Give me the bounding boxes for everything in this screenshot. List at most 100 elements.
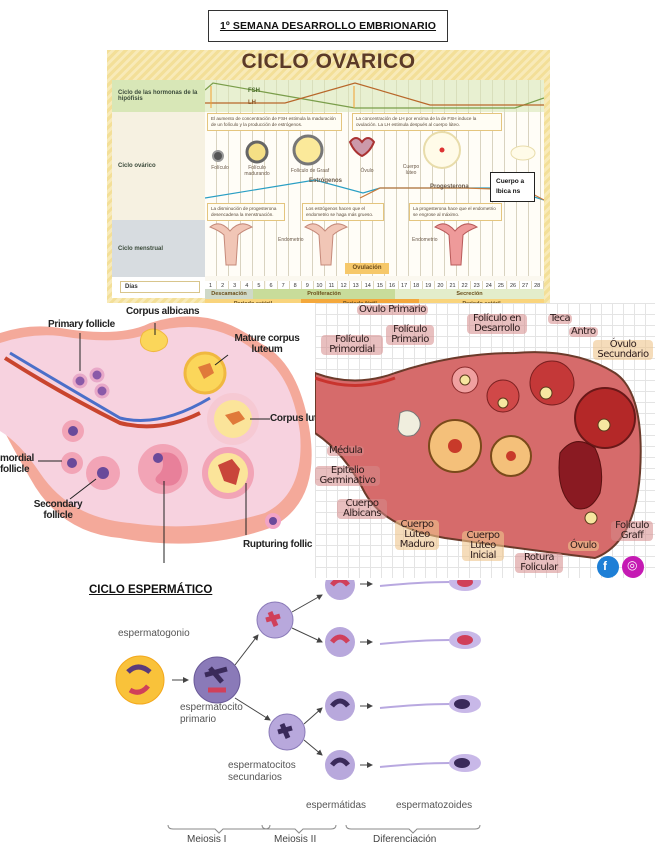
day-cell: 19 — [422, 281, 435, 291]
mature-corpus-luteum-core-icon — [198, 363, 214, 379]
row-label-menstrual: Ciclo menstrual — [112, 220, 205, 277]
lh-curve — [205, 82, 544, 106]
arrow — [291, 627, 323, 643]
day-cell: 14 — [362, 281, 375, 291]
stage-ovule: Óvulo — [360, 168, 374, 174]
label-mature-corpus-luteum: Mature corpus luteum — [234, 333, 300, 355]
spermatid-icon — [325, 691, 355, 721]
day-cell: 1 — [205, 281, 217, 291]
day-cell: 12 — [338, 281, 351, 291]
label-foliculo-primordial: Folículo Primordial — [321, 335, 383, 355]
arrow — [234, 697, 271, 721]
day-cell: 24 — [483, 281, 496, 291]
label-secondary-follicle: Secondary follicle — [33, 499, 83, 521]
day-cell: 18 — [410, 281, 423, 291]
stage-graaf-follicle: Folículo de Graaf — [290, 168, 330, 174]
label-espermatidas: espermátidas — [306, 800, 367, 811]
spermatozoon-icon — [379, 580, 481, 591]
label-ovulo: Óvulo — [568, 540, 599, 551]
follicle-rupture-icon — [558, 441, 603, 510]
label-espermatocito-1: espermatocito — [180, 702, 243, 713]
menstruation-note: La disminución de progesterona desencade… — [207, 203, 285, 221]
corpus-albicans-overlay-label: Cuerpo a lbica ns — [490, 172, 535, 202]
day-cell: 10 — [313, 281, 326, 291]
day-cell: 15 — [374, 281, 387, 291]
facebook-glyph[interactable]: f — [603, 559, 607, 573]
phase-desquamation: Descamación — [205, 289, 253, 299]
stage-corpus-luteum: Cuerpo lúteo — [402, 164, 420, 176]
phase-proliferation: Proliferación — [253, 289, 395, 299]
arrow — [234, 634, 259, 666]
lh-note: La concentración de LH por encima de la … — [352, 113, 502, 131]
label-espermatocito-2: primario — [180, 714, 217, 725]
corpus-albicans-icon — [510, 145, 536, 161]
label-corpus-albicans: Corpus albicans — [126, 306, 200, 317]
spermatid-icon — [325, 580, 355, 600]
day-cell: 6 — [265, 281, 278, 291]
stage-maturing-follicle: Folículo madurando — [244, 165, 270, 177]
label-espermatozoides: espermatozoides — [396, 800, 473, 811]
arrow — [303, 707, 323, 725]
spermatogenesis-diagram — [115, 580, 481, 834]
uterus-icon — [434, 223, 479, 266]
day-cell: 4 — [241, 281, 254, 291]
label-corpus-luteum: Corpus lut — [270, 413, 317, 424]
day-grid — [205, 80, 544, 276]
day-cell: 7 — [277, 281, 290, 291]
facebook-icon — [597, 556, 619, 578]
day-cell: 17 — [398, 281, 411, 291]
label-rupturing-follicle: Rupturing follic — [243, 539, 313, 550]
follicle-icon — [212, 150, 224, 162]
instagram-glyph[interactable]: ◎ — [627, 558, 638, 572]
label-cuerpo-luteo-inicial: Cuerpo Lúteo Inicial — [462, 531, 504, 561]
row-label-days: Días — [120, 281, 200, 293]
primary-follicle-icon — [72, 373, 88, 389]
label-rotura-folicular: Rotura Folicular — [515, 553, 563, 573]
corpus-luteum-center-icon — [439, 147, 445, 153]
label-ovulo-secundario: Óvulo Secundario — [593, 340, 653, 360]
brace-differentiation — [345, 824, 481, 834]
stage-differentiation: Diferenciación — [373, 834, 437, 845]
day-cell: 20 — [434, 281, 447, 291]
spermatid-icon — [325, 750, 355, 780]
brace-meiosis-1 — [167, 824, 271, 834]
label-espermatocitos-sec-2: secundarios — [228, 772, 282, 783]
day-cell: 8 — [289, 281, 302, 291]
label-foliculo-desarrollo: Folículo en Desarrollo — [467, 314, 527, 334]
label-espermatogonio: espermatogonio — [118, 628, 190, 639]
estrogen-note: Los estrógenos hacen que el endometrio s… — [302, 203, 384, 221]
vessel — [315, 376, 396, 387]
row-label-ovarian: Ciclo ovárico — [112, 112, 205, 220]
day-cell: 22 — [459, 281, 472, 291]
blood-vessel-vein — [9, 351, 211, 422]
spermatozoon-icon — [379, 754, 481, 772]
primary-follicle-icon — [94, 383, 110, 399]
lh-label: LH — [248, 100, 256, 106]
corpus-luteum-core-icon — [225, 411, 245, 425]
label-primordial-follicle: mordial follicle — [0, 453, 35, 475]
label-primary-follicle: Primary follicle — [48, 319, 115, 330]
ovulation-badge: Ovulación — [345, 263, 389, 274]
spermatozoon-icon — [379, 695, 481, 713]
day-cell: 5 — [253, 281, 266, 291]
spermatogonium-icon — [115, 655, 165, 705]
arrow — [291, 594, 323, 613]
phase-secretion: Secreción — [395, 289, 544, 299]
day-cell: 3 — [229, 281, 242, 291]
day-cell: 23 — [471, 281, 484, 291]
label-cuerpo-albicans: Cuerpo Albicans — [337, 499, 387, 519]
label-cuerpo-luteo-maduro: Cuerpo Lúteo Maduro — [395, 520, 439, 550]
ovarian-chart-panel: Ciclo de las hormonas de la hipófisis Ci… — [112, 80, 544, 298]
stage-follicle: Folículo — [211, 165, 229, 171]
stage-meiosis-1: Meiosis I — [187, 834, 227, 845]
corpus-albicans-icon — [397, 410, 421, 437]
uterus-icon — [304, 223, 349, 266]
blood-vessel-artery — [3, 356, 201, 429]
stage-meiosis-2: Meiosis II — [274, 834, 317, 845]
ovary-illustration — [0, 316, 312, 563]
leader-line — [69, 478, 97, 500]
day-cell: 26 — [507, 281, 520, 291]
corpus-albicans-icon — [139, 328, 169, 353]
maturing-follicle-icon — [245, 140, 269, 164]
released-ovule-icon — [584, 511, 598, 525]
